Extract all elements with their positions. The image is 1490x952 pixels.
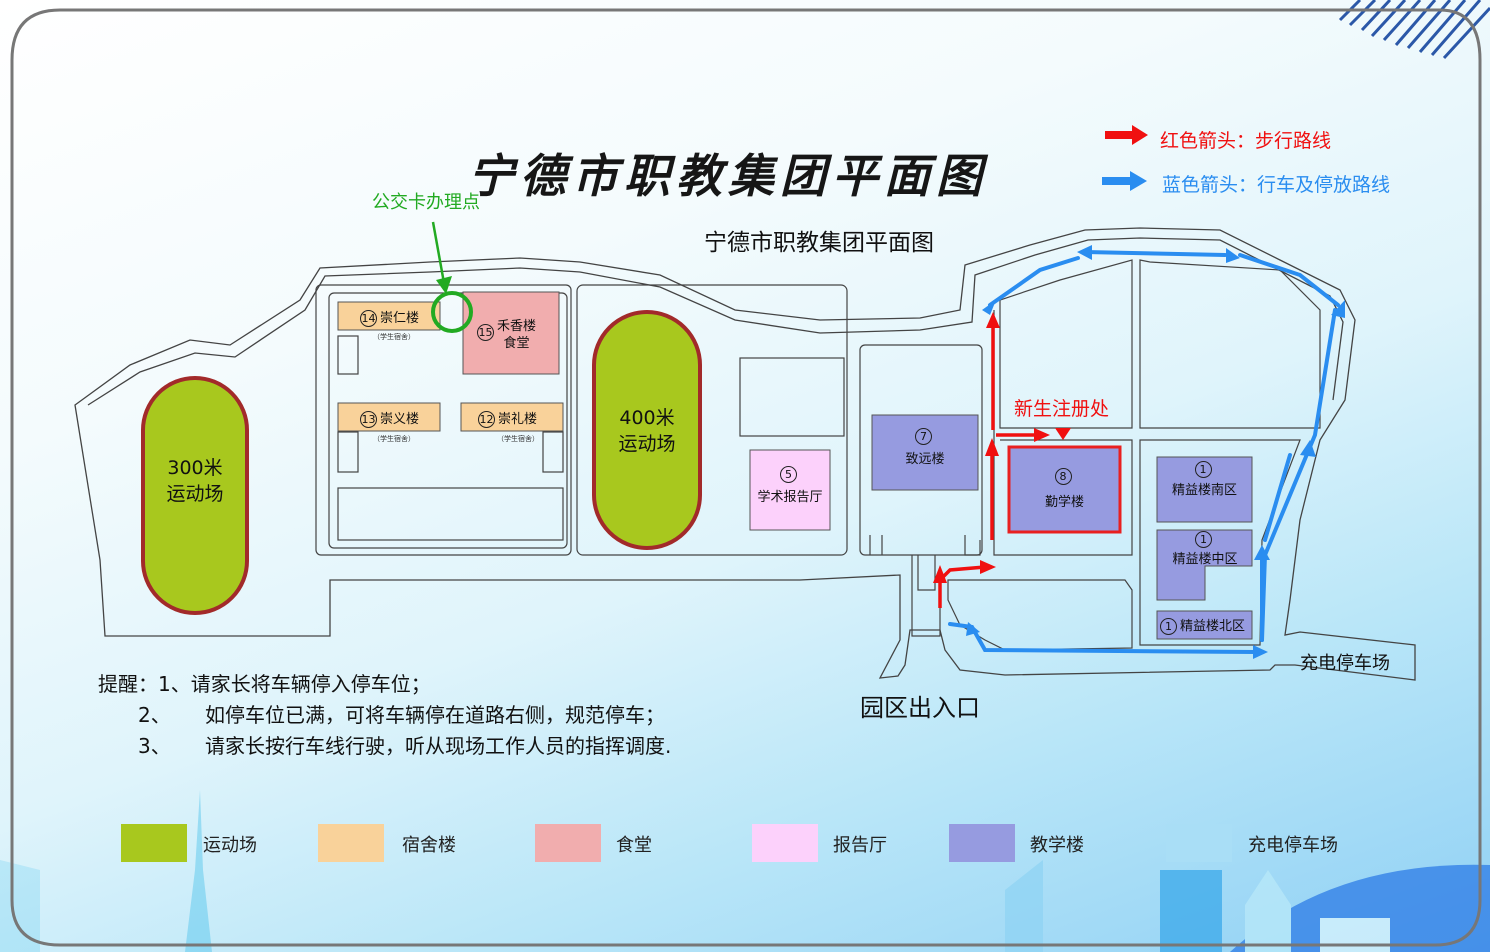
bus-card-label: 公交卡办理点	[372, 192, 480, 213]
legend-swatch-teaching	[949, 824, 1015, 862]
building-7	[871, 414, 979, 491]
building-13	[337, 402, 441, 432]
legend-label-teaching: 教学楼	[1030, 835, 1084, 856]
bus-card-marker	[431, 221, 473, 333]
reminder-line-3: 请家长按行车线行驶，听从现场工作人员的指挥调度.	[205, 734, 672, 758]
field-400	[592, 310, 702, 550]
building-13-note: （学生宿舍）	[373, 435, 415, 443]
blue-arrow-legend: 蓝色箭头：行车及停放路线	[1162, 174, 1391, 196]
legend-swatch-hall	[752, 824, 818, 862]
legend-swatch-canteen	[535, 824, 601, 862]
reminder-line-3-number: 3、	[138, 734, 171, 758]
building-8	[1007, 445, 1122, 534]
legend-swatch-charging	[1166, 824, 1232, 862]
map-title: 宁德市职教集团平面图	[468, 149, 988, 203]
blue-route	[948, 250, 1340, 654]
reminder-line-1: 提醒：1、请家长将车辆停入停车位；	[98, 672, 431, 696]
entrance-label: 园区出入口	[860, 694, 980, 722]
stripe-decoration	[1338, 0, 1490, 60]
poster-frame	[10, 8, 1482, 947]
map-subtitle: 宁德市职教集团平面图	[704, 230, 934, 256]
legend-label-sports: 运动场	[203, 835, 257, 856]
blue-arrowheads	[966, 245, 1345, 659]
legend-swatch-sports	[121, 824, 187, 862]
red-arrow-legend: 红色箭头：步行路线	[1160, 130, 1332, 152]
building-1-middle	[1156, 529, 1253, 601]
building-14	[337, 301, 441, 331]
red-arrowheads	[933, 312, 1071, 583]
building-14-note: （学生宿舍）	[373, 333, 415, 341]
legend-blue-arrow	[1102, 171, 1147, 191]
red-route	[938, 320, 1040, 608]
legend-red-arrow	[1105, 125, 1148, 145]
building-5	[749, 449, 831, 531]
legend-label-hall: 报告厅	[833, 835, 887, 856]
field-300-label: 300米运动场	[166, 457, 224, 505]
registration-label: 新生注册处	[1014, 398, 1110, 420]
campus-outline	[74, 227, 1416, 681]
skyline-decoration	[0, 790, 1490, 952]
legend-swatch-dorm	[318, 824, 384, 862]
field-300	[141, 376, 249, 615]
legend-label-charging: 充电停车场	[1248, 835, 1338, 856]
legend-label-dorm: 宿舍楼	[402, 835, 456, 856]
field-400-label: 400米运动场	[618, 407, 676, 455]
charging-lot-label: 充电停车场	[1300, 653, 1390, 674]
reminder-line-2-number: 2、	[138, 703, 171, 727]
reminder-line-2: 如停车位已满，可将车辆停在道路右侧，规范停车；	[205, 703, 665, 727]
legend-label-canteen: 食堂	[616, 835, 652, 856]
building-12-note: （学生宿舍）	[497, 435, 539, 443]
